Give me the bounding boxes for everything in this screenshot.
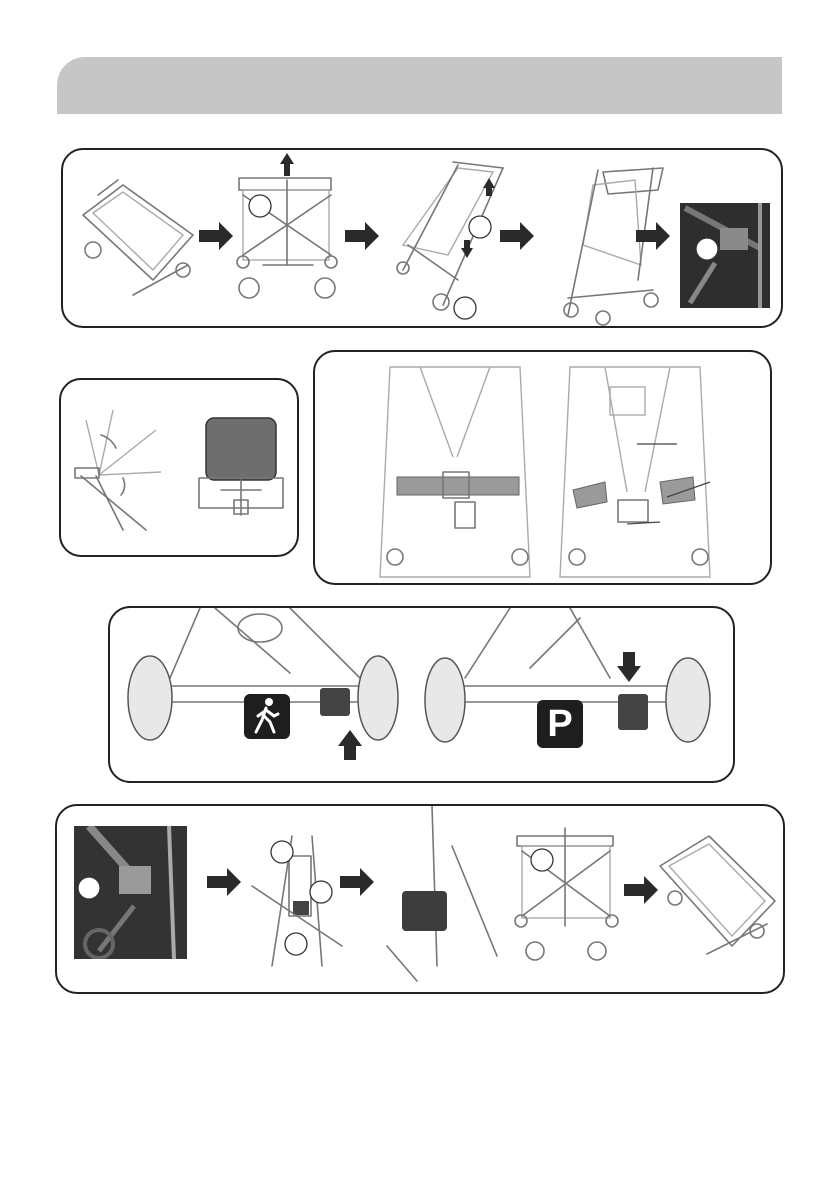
fold-illustration <box>57 806 783 992</box>
step-marker <box>454 297 476 319</box>
step-marker <box>531 849 553 871</box>
fold-panel <box>55 804 785 994</box>
backrest-angle-drawing <box>75 410 161 530</box>
right-arrow-icon <box>199 222 233 250</box>
up-arrow-icon <box>338 730 362 760</box>
right-arrow-icon <box>624 876 658 904</box>
walk-mode-sign <box>244 694 290 739</box>
brake-panel: P <box>108 606 735 783</box>
park-mode-sign: P <box>537 700 583 748</box>
harness-closed-drawing <box>560 367 710 577</box>
folded-stroller-drawing <box>83 180 193 295</box>
recline-panel <box>59 378 299 557</box>
step-marker <box>310 881 332 903</box>
unfold-illustration <box>63 150 781 326</box>
harness-panel <box>313 350 772 585</box>
brake-illustration <box>110 608 733 781</box>
step-marker <box>271 841 293 863</box>
seat-rear-view-drawing <box>199 418 283 515</box>
step-marker <box>469 216 491 238</box>
folded-stroller-final-drawing <box>660 836 775 954</box>
harness-open-drawing <box>380 367 530 577</box>
fold-frame-drawing <box>515 828 618 960</box>
down-arrow-icon <box>617 652 641 682</box>
stroller-unfolding-drawing <box>397 162 503 319</box>
step-marker <box>285 933 307 955</box>
section-header-bar <box>57 57 782 114</box>
step-marker <box>249 195 271 217</box>
right-arrow-icon <box>207 868 241 896</box>
fold-latch-closeup-drawing <box>387 806 497 981</box>
recline-illustration <box>61 380 297 555</box>
latch-photo <box>680 203 770 308</box>
up-arrow-icon <box>280 153 294 176</box>
harness-illustration <box>315 352 770 583</box>
stroller-frame-up-drawing <box>237 153 337 298</box>
unfold-panel <box>61 148 783 328</box>
right-arrow-icon <box>340 868 374 896</box>
right-arrow-icon <box>636 222 670 250</box>
walking-person-icon <box>244 694 290 739</box>
right-arrow-icon <box>500 222 534 250</box>
fold-lever-drawing <box>252 836 342 966</box>
stroller-open-drawing <box>564 168 663 325</box>
step-marker <box>696 238 718 260</box>
right-arrow-icon <box>345 222 379 250</box>
